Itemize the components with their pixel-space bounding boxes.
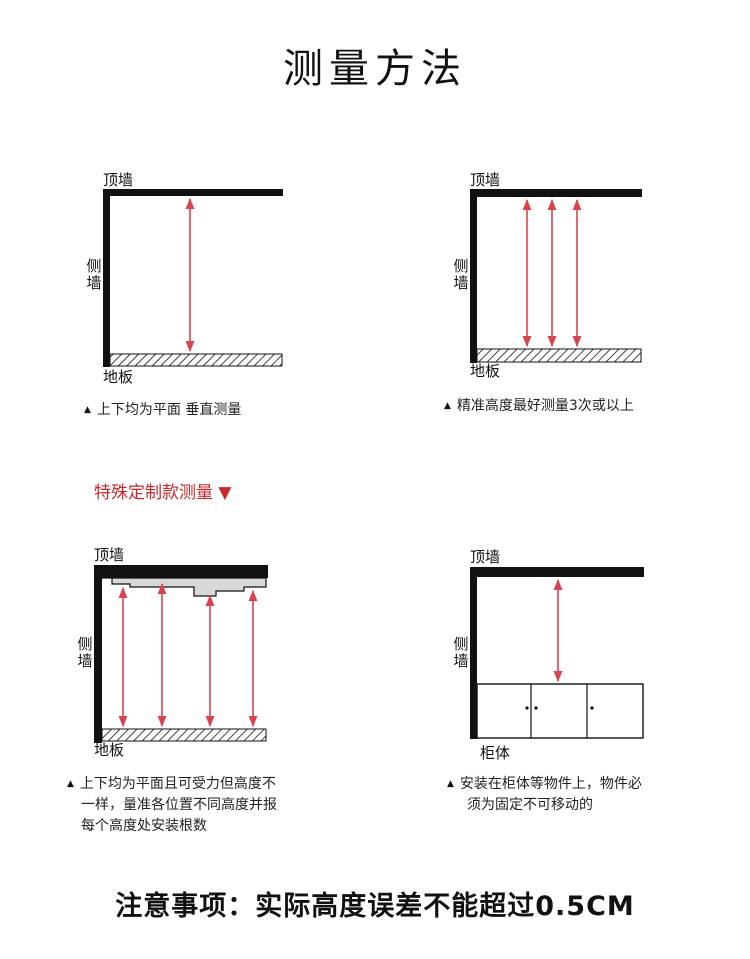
footer-note: 注意事项：实际高度误差不能超过0.5CM (115, 891, 635, 922)
label-floor: 地板 (94, 741, 125, 759)
special-measurement-heading: 特殊定制款测量 ▼ (94, 483, 232, 503)
triangle-up-icon: ▲ (447, 779, 454, 789)
triangle-up-icon: ▲ (444, 401, 451, 411)
floor-hatch (109, 353, 283, 367)
cabinet-knob (590, 706, 594, 710)
ceiling-wall (470, 567, 644, 577)
label-floor: 地板 (470, 362, 501, 380)
label-ceiling: 顶墙 (94, 546, 125, 564)
ceiling-wall (470, 189, 642, 197)
label-ceiling: 顶墙 (103, 171, 134, 189)
ceiling-wall (94, 565, 268, 578)
diagram-triple-measure (470, 189, 642, 363)
ceiling-step (102, 577, 267, 597)
label-ceiling: 顶墙 (470, 548, 501, 566)
label-ceiling: 顶墙 (470, 171, 501, 189)
caption-diagram-2: ▲精准高度最好测量3次或以上 (444, 398, 634, 414)
cabinet-body (476, 683, 644, 739)
label-side-wall: 侧墙 (86, 257, 102, 292)
diagram-vertical-measure (103, 189, 283, 367)
label-side-wall: 侧墙 (453, 257, 469, 292)
page-title: 测量方法 (283, 46, 467, 92)
diagram-cabinet-mount (470, 567, 644, 739)
triangle-up-icon: ▲ (67, 779, 74, 789)
label-cabinet: 柜体 (480, 744, 511, 762)
side-wall (470, 567, 477, 739)
floor-hatch (476, 348, 642, 363)
cabinet-knob (534, 706, 538, 710)
triangle-up-icon: ▲ (84, 405, 91, 415)
label-floor: 地板 (103, 368, 134, 386)
caption-diagram-4: ▲安装在柜体等物件上，物件必 须为固定不可移动的 (447, 776, 642, 813)
diagram-uneven-ceiling (94, 565, 268, 743)
label-side-wall: 侧墙 (453, 635, 469, 670)
label-side-wall: 侧墙 (77, 635, 93, 670)
side-wall (94, 565, 102, 743)
ceiling-wall (103, 189, 283, 196)
side-wall (470, 189, 477, 363)
side-wall (103, 189, 110, 367)
floor-hatch (101, 728, 267, 742)
caption-diagram-3: ▲上下均为平面且可受力但高度不 一样，量准各位置不同高度并报 每个高度处安装根数 (67, 776, 277, 834)
cabinet-knob (525, 706, 529, 710)
caption-diagram-1: ▲上下均为平面 垂直测量 (84, 402, 242, 418)
